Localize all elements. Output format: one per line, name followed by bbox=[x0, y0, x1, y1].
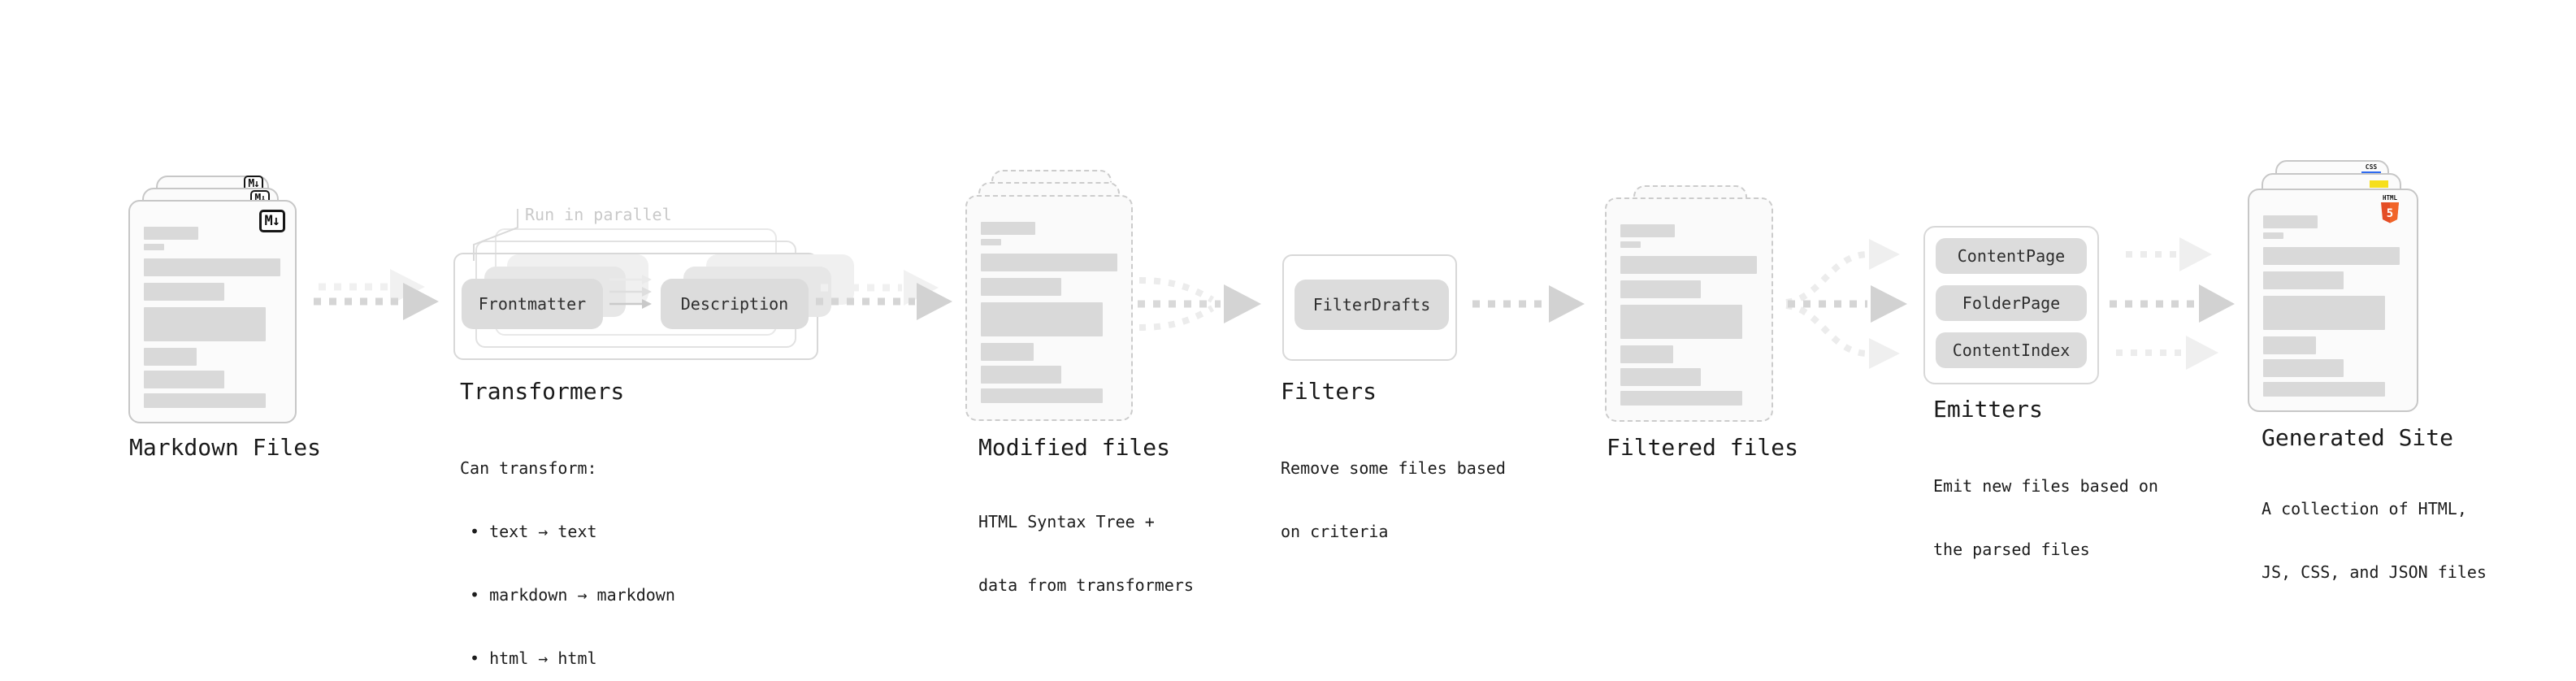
text-line-placeholder bbox=[981, 222, 1035, 235]
stage-title-generated-site: Generated Site bbox=[2262, 424, 2454, 451]
description-box: Description bbox=[661, 279, 809, 329]
emitters-caption: Emit new files based on the parsed files bbox=[1933, 433, 2158, 602]
caption-line: data from transformers bbox=[978, 575, 1194, 595]
text-line-placeholder bbox=[981, 343, 1034, 361]
stage-title-transformers: Transformers bbox=[460, 378, 625, 405]
caption-line: • text → text bbox=[470, 522, 597, 541]
text-line-placeholder bbox=[1620, 256, 1757, 274]
arrow-modified-to-filters bbox=[1138, 277, 1261, 331]
text-line-placeholder bbox=[2263, 336, 2316, 354]
text-line-placeholder bbox=[144, 393, 266, 408]
caption-line: A collection of HTML, bbox=[2262, 499, 2467, 518]
contentindex-label: ContentIndex bbox=[1952, 340, 2071, 360]
text-line-placeholder bbox=[2263, 382, 2385, 397]
stage-title-modified-files: Modified files bbox=[978, 434, 1171, 461]
text-line-placeholder bbox=[981, 366, 1061, 384]
caption-line: Remove some files based bbox=[1281, 458, 1506, 478]
svg-text:5: 5 bbox=[2387, 207, 2393, 220]
text-line-placeholder bbox=[144, 371, 224, 388]
text-line-placeholder bbox=[1620, 391, 1742, 406]
text-line-placeholder bbox=[981, 278, 1061, 296]
stage-title-filtered-files: Filtered files bbox=[1607, 434, 1799, 461]
text-line-placeholder bbox=[981, 388, 1103, 403]
arrow-filters-to-filtered bbox=[1472, 285, 1585, 323]
stage-title-emitters: Emitters bbox=[1933, 396, 2043, 423]
text-line-placeholder bbox=[1620, 305, 1742, 339]
text-line-placeholder bbox=[1620, 241, 1641, 248]
contentindex-box: ContentIndex bbox=[1936, 332, 2087, 368]
generated-site-page-front: HTML 5 bbox=[2248, 189, 2418, 412]
folderpage-box: FolderPage bbox=[1936, 285, 2087, 321]
text-line-placeholder bbox=[2263, 232, 2283, 239]
text-line-placeholder bbox=[981, 239, 1001, 245]
run-in-parallel-note: Run in parallel bbox=[525, 205, 672, 224]
folderpage-label: FolderPage bbox=[1962, 293, 2061, 313]
caption-line: HTML Syntax Tree + bbox=[978, 512, 1155, 531]
text-line-placeholder bbox=[144, 283, 224, 301]
text-line-placeholder bbox=[2263, 215, 2318, 228]
contentpage-box: ContentPage bbox=[1936, 238, 2087, 274]
modified-files-caption: HTML Syntax Tree + data from transformer… bbox=[978, 469, 1194, 638]
arrow-emitters-to-generated bbox=[2110, 237, 2235, 370]
caption-line: • markdown → markdown bbox=[470, 585, 675, 605]
contentpage-label: ContentPage bbox=[1957, 246, 2066, 266]
stage-title-filters: Filters bbox=[1281, 378, 1377, 405]
text-line-placeholder bbox=[1620, 368, 1701, 386]
filtered-file-page-front bbox=[1605, 197, 1773, 422]
js-icon bbox=[2370, 180, 2388, 188]
text-line-placeholder bbox=[144, 348, 197, 366]
text-line-placeholder bbox=[1620, 224, 1675, 237]
text-line-placeholder bbox=[1620, 345, 1673, 363]
stage-title-markdown-files: Markdown Files bbox=[129, 434, 322, 461]
caption-line: Emit new files based on bbox=[1933, 476, 2158, 496]
markdown-icon: M↓ bbox=[258, 210, 285, 232]
filterdrafts-label: FilterDrafts bbox=[1312, 295, 1431, 314]
text-line-placeholder bbox=[144, 244, 164, 250]
text-line-placeholder bbox=[144, 258, 280, 276]
text-line-placeholder bbox=[981, 254, 1117, 271]
caption-line: on criteria bbox=[1281, 522, 1389, 541]
caption-line: JS, CSS, and JSON files bbox=[2262, 562, 2487, 582]
text-line-placeholder bbox=[2263, 296, 2385, 330]
text-line-placeholder bbox=[144, 227, 198, 240]
caption-line: the parsed files bbox=[1933, 540, 2090, 559]
transformers-caption: Can transform: • text → text • markdown … bbox=[460, 415, 675, 681]
frontmatter-box: Frontmatter bbox=[462, 279, 603, 329]
text-line-placeholder bbox=[2263, 247, 2400, 265]
caption-line: • html → html bbox=[470, 648, 597, 668]
text-line-placeholder bbox=[981, 302, 1103, 336]
caption-line: Can transform: bbox=[460, 458, 597, 478]
html5-icon: HTML 5 bbox=[2381, 194, 2399, 223]
arrow-filtered-to-emitters bbox=[1785, 239, 1907, 369]
modified-file-page-front bbox=[965, 195, 1133, 421]
svg-text:HTML: HTML bbox=[2383, 194, 2398, 202]
text-line-placeholder bbox=[144, 307, 266, 341]
text-line-placeholder bbox=[1620, 280, 1701, 298]
description-label: Description bbox=[680, 294, 789, 314]
css-label: CSS bbox=[2365, 163, 2378, 171]
markdown-file-page-front: M↓ bbox=[128, 200, 297, 423]
filters-caption: Remove some files based on criteria bbox=[1281, 415, 1506, 584]
frontmatter-label: Frontmatter bbox=[478, 294, 587, 314]
generated-site-caption: A collection of HTML, JS, CSS, and JSON … bbox=[2262, 456, 2487, 625]
arrow-markdown-to-transformers bbox=[314, 269, 439, 320]
text-line-placeholder bbox=[2263, 271, 2344, 289]
text-line-placeholder bbox=[2263, 359, 2344, 377]
filterdrafts-box: FilterDrafts bbox=[1295, 280, 1449, 330]
